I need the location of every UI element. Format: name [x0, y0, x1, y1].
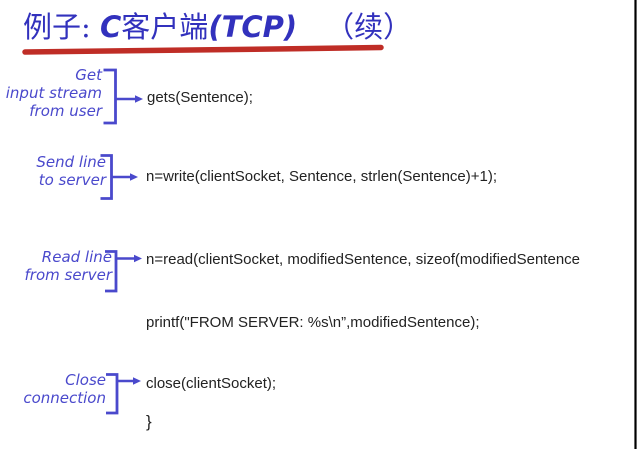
- title-text-client: 客户端: [121, 10, 209, 44]
- label-line: connection: [23, 389, 106, 407]
- label-line: Get: [75, 66, 102, 84]
- bracket-arrow-icon-get-input: [103, 68, 143, 125]
- bracket-arrow-icon-send-line: [100, 154, 138, 200]
- title-text-example: 例子:: [23, 10, 100, 44]
- label-line: Read line: [41, 248, 112, 266]
- title-text-c-language: C: [100, 10, 122, 44]
- code-line-read: n=read(clientSocket, modifiedSentence, s…: [146, 251, 581, 268]
- code-line-write: n=write(clientSocket, Sentence, strlen(S…: [146, 168, 498, 185]
- annotation-label-send-line: Send line to server: [36, 153, 106, 189]
- annotation-label-read-line: Read line from server: [25, 248, 113, 284]
- label-line: Close: [65, 371, 106, 389]
- label-line: from server: [24, 266, 113, 284]
- bracket-arrow-icon-close-connection: [106, 373, 141, 415]
- title-underline-stroke: [22, 44, 384, 55]
- title-text-tcp: (TCP): [208, 10, 298, 44]
- label-line: to server: [38, 171, 106, 189]
- code-closing-brace: }: [146, 412, 152, 431]
- label-line: Send line: [36, 153, 106, 171]
- label-line: from user: [29, 102, 102, 120]
- annotation-label-get-input: Get input stream from user: [6, 66, 102, 120]
- label-line: input stream: [5, 84, 102, 102]
- code-line-close: close(clientSocket);: [146, 375, 277, 392]
- code-line-gets: gets(Sentence);: [147, 89, 253, 106]
- title-text-continued: （续）: [325, 10, 413, 44]
- code-line-printf: printf("FROM SERVER: %s\n”,modifiedSente…: [146, 314, 480, 331]
- page-title: 例子: C客户端(TCP) （续）: [23, 8, 412, 47]
- annotation-label-close-connection: Close connection: [23, 371, 106, 407]
